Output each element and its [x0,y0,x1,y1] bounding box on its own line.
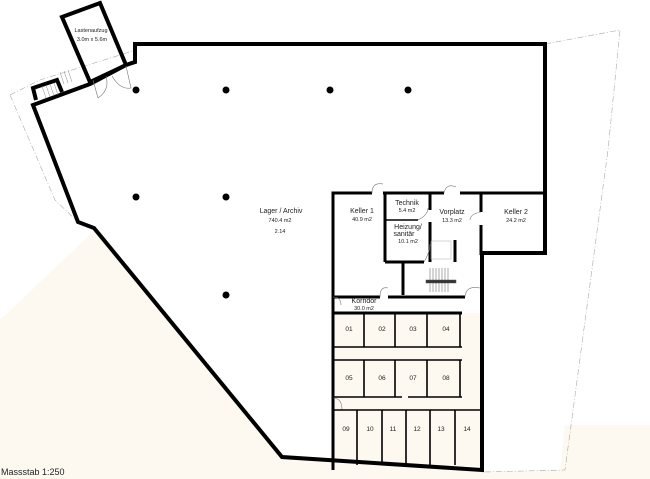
compartment-label: 05 [345,375,353,382]
column [222,193,230,201]
compartment-labels: 01 02 03 04 05 06 07 08 09 10 11 12 13 1… [342,326,471,433]
keller1-area: 40.9 m2 [352,217,372,223]
heizung-name: Heizung/ [394,224,422,231]
column [326,86,334,94]
scale-label: Massstab 1:250 [1,467,65,477]
compartment-label: 09 [342,426,350,433]
storage-area [333,313,482,466]
compartment-label: 04 [442,326,450,333]
korridor-name: Korridor [352,298,378,305]
compartment-label: 07 [409,375,417,382]
lager-name: Lager / Archiv [260,208,303,215]
property-line-left [9,49,136,96]
compartment-label: 02 [378,326,386,333]
vorplatz-name: Vorplatz [439,209,465,216]
compartment-label: 10 [366,426,374,433]
korridor-area: 30.0 m2 [354,306,374,312]
compartment-label: 03 [409,326,417,333]
column [404,86,412,94]
stairs-center [425,240,457,292]
heizung-name-2: sanitär [393,231,415,238]
storage-walls [333,313,482,465]
lager-area: 740.4 m2 [269,218,292,224]
lager-code: 2.14 [275,229,286,235]
compartment-label: 06 [378,375,386,382]
ground-area-left [0,228,650,479]
compartment-label: 08 [442,375,450,382]
column [132,86,140,94]
inner-walls [331,191,545,470]
compartment-label: 14 [463,426,471,433]
column [222,86,230,94]
keller2-area: 24.2 m2 [506,218,526,224]
keller2-name: Keller 2 [504,209,528,216]
compartment-label: 01 [345,326,353,333]
property-line [481,29,621,473]
lift-door-swing [92,65,132,99]
column [222,291,230,299]
compartment-label: 12 [413,426,421,433]
lift-size: 3.0m x 5.6m [77,37,108,43]
property-line-left2 [9,94,79,223]
keller1-name: Keller 1 [350,208,374,215]
heizung-area: 10.1 m2 [398,239,418,245]
stair-steps-left [41,69,73,99]
column [132,193,140,201]
lift-shaft-wall [59,0,129,85]
compartment-label: 13 [437,426,445,433]
lift-name: Lastenaufzug [74,28,107,34]
technik-area: 5.4 m2 [399,208,416,214]
side-stair [30,77,64,101]
vorplatz-area: 13.3 m2 [442,218,462,224]
columns [132,86,412,299]
technik-name: Technik [395,200,419,207]
doors [332,183,482,411]
compartment-label: 11 [390,426,397,433]
